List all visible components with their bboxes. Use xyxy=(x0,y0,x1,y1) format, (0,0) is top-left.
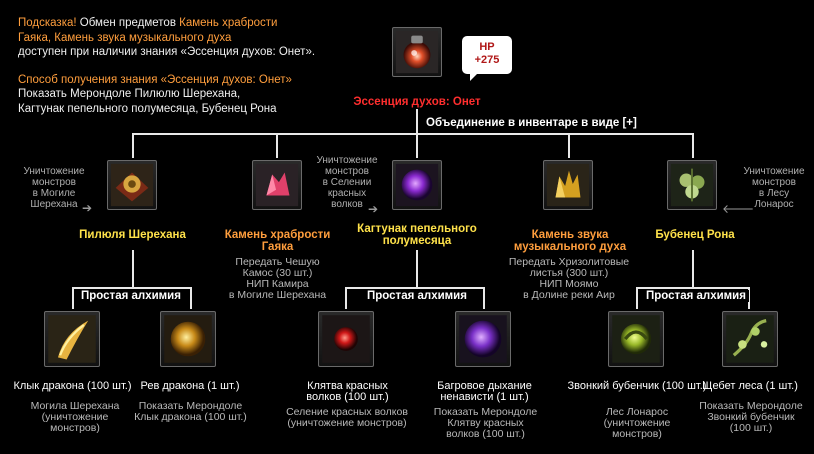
row2-name-5: Бубенец Рона xyxy=(655,229,735,241)
row3-name-4: Багровое дыхание ненависти (1 шт.) xyxy=(437,380,532,403)
row3-sub-6: Показать Мерондоле Звонкий бубенчик (100… xyxy=(699,400,803,434)
row2-name-3: Кагтунак пепельного полумесяца xyxy=(357,223,477,247)
tree-line xyxy=(72,287,74,309)
arrow-right-icon: ➔ xyxy=(82,201,93,215)
hint-method-line1: Показать Мерондоле Пилюлю Шерехана, xyxy=(18,88,241,100)
hint-items-line2: Гаяка, Камень звука музыкального духа xyxy=(18,31,232,44)
row3-sub-2: Показать Мерондоле Клык дракона (100 шт.… xyxy=(134,400,247,423)
crimson-breath-icon[interactable] xyxy=(455,311,511,367)
tree-line xyxy=(416,133,418,158)
row2-name-4: Камень звука музыкального духа xyxy=(513,229,627,253)
tree-line xyxy=(345,287,485,289)
tree-line xyxy=(568,133,570,158)
row3-name-1: Клык дракона (100 шт.) xyxy=(13,380,132,392)
spirit-essence-icon[interactable] xyxy=(392,27,442,77)
tree-line xyxy=(72,287,192,289)
hint-prefix: Подсказка! xyxy=(18,17,77,29)
row3-sub-5: Лес Лонарос (уничтожение монстров) xyxy=(603,406,671,440)
arrow-right-icon: ➔ xyxy=(368,202,379,216)
alchemy-label-3: Простая алхимия xyxy=(643,290,749,302)
tree-line xyxy=(132,133,692,135)
tree-line xyxy=(692,133,694,158)
row3-sub-3: Селение красных волков (уничтожение монс… xyxy=(286,406,408,429)
tree-line xyxy=(692,250,694,288)
row3-sub-4: Показать Мерондоле Клятву красных волков… xyxy=(433,406,538,440)
row3-name-6: Щебет леса (1 шт.) xyxy=(702,380,798,392)
tree-line xyxy=(416,250,418,288)
row3-sub-1: Могила Шерехана (уничтожение монстров) xyxy=(30,400,120,434)
hint-items-line1: Камень храбрости xyxy=(179,17,278,29)
tree-line xyxy=(276,133,278,158)
row3-name-5: Звонкий бубенчик (100 шт.) xyxy=(567,380,707,392)
alchemy-label-1: Простая алхимия xyxy=(78,290,184,302)
tree-line xyxy=(345,287,347,309)
hp-value: +275 xyxy=(474,54,500,66)
tree-line xyxy=(132,133,134,158)
top-item-name: Эссенция духов: Онет xyxy=(353,96,481,108)
hp-label: HP xyxy=(479,41,495,53)
kagtunak-icon[interactable] xyxy=(392,160,442,210)
row3-name-2: Рев дракона (1 шт.) xyxy=(140,380,240,392)
row2-sub-2: Передать Чешую Камос (30 шт.) НИП Камира… xyxy=(228,256,327,301)
courage-stone-icon[interactable] xyxy=(252,160,302,210)
pill-icon[interactable] xyxy=(107,160,157,210)
forest-chirp-icon[interactable] xyxy=(722,311,778,367)
hint-exchange-text: Обмен предметов xyxy=(76,17,180,29)
tree-line xyxy=(636,287,750,289)
wolf-oath-icon[interactable] xyxy=(318,311,374,367)
tree-line xyxy=(190,287,192,309)
tree-line xyxy=(132,250,134,288)
row2-name-2: Камень храбрости Гаяка xyxy=(224,229,331,253)
tree-line xyxy=(416,109,418,134)
row3-name-3: Клятва красных волков (100 шт.) xyxy=(306,380,389,403)
sound-stone-icon[interactable] xyxy=(543,160,593,210)
alchemy-label-2: Простая алхимия xyxy=(364,290,470,302)
ron-bell-icon[interactable] xyxy=(667,160,717,210)
tree-line xyxy=(636,287,638,309)
row2-sub-4: Передать Хризолитовые листья (300 шт.) Н… xyxy=(508,256,630,301)
tree-line xyxy=(748,287,750,309)
dragon-fang-icon[interactable] xyxy=(44,311,100,367)
hint-method-line2: Кагтунак пепельного полумесяца, Бубенец … xyxy=(18,102,277,115)
dragon-roar-icon[interactable] xyxy=(160,311,216,367)
hp-bubble: HP +275 xyxy=(462,36,512,81)
hint-block: Подсказка! Обмен предметов Камень храбро… xyxy=(18,16,358,116)
tree-line xyxy=(483,287,485,309)
hint-available: доступен при наличии знания «Эссенция ду… xyxy=(18,46,316,58)
row2-name-1: Пилюля Шерехана xyxy=(79,229,186,241)
hint-method-title: Способ получения знания «Эссенция духов:… xyxy=(18,73,292,86)
arrow-left-icon: 🡐 xyxy=(722,202,755,216)
ringing-bell-icon[interactable] xyxy=(608,311,664,367)
combine-label: Объединение в инвентаре в виде [+] xyxy=(423,117,640,129)
